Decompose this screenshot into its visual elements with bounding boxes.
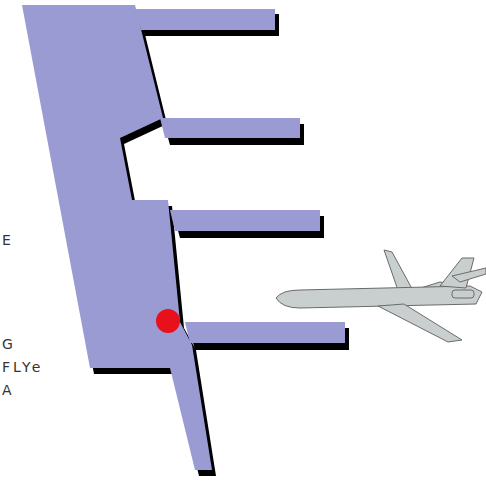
map-label: G xyxy=(2,336,16,352)
map-label: A xyxy=(2,382,15,398)
airplane xyxy=(276,250,486,342)
terminal-building xyxy=(22,5,345,470)
map-label: FLYe xyxy=(2,359,43,375)
location-dot xyxy=(156,309,180,333)
map-label: E xyxy=(2,232,14,248)
